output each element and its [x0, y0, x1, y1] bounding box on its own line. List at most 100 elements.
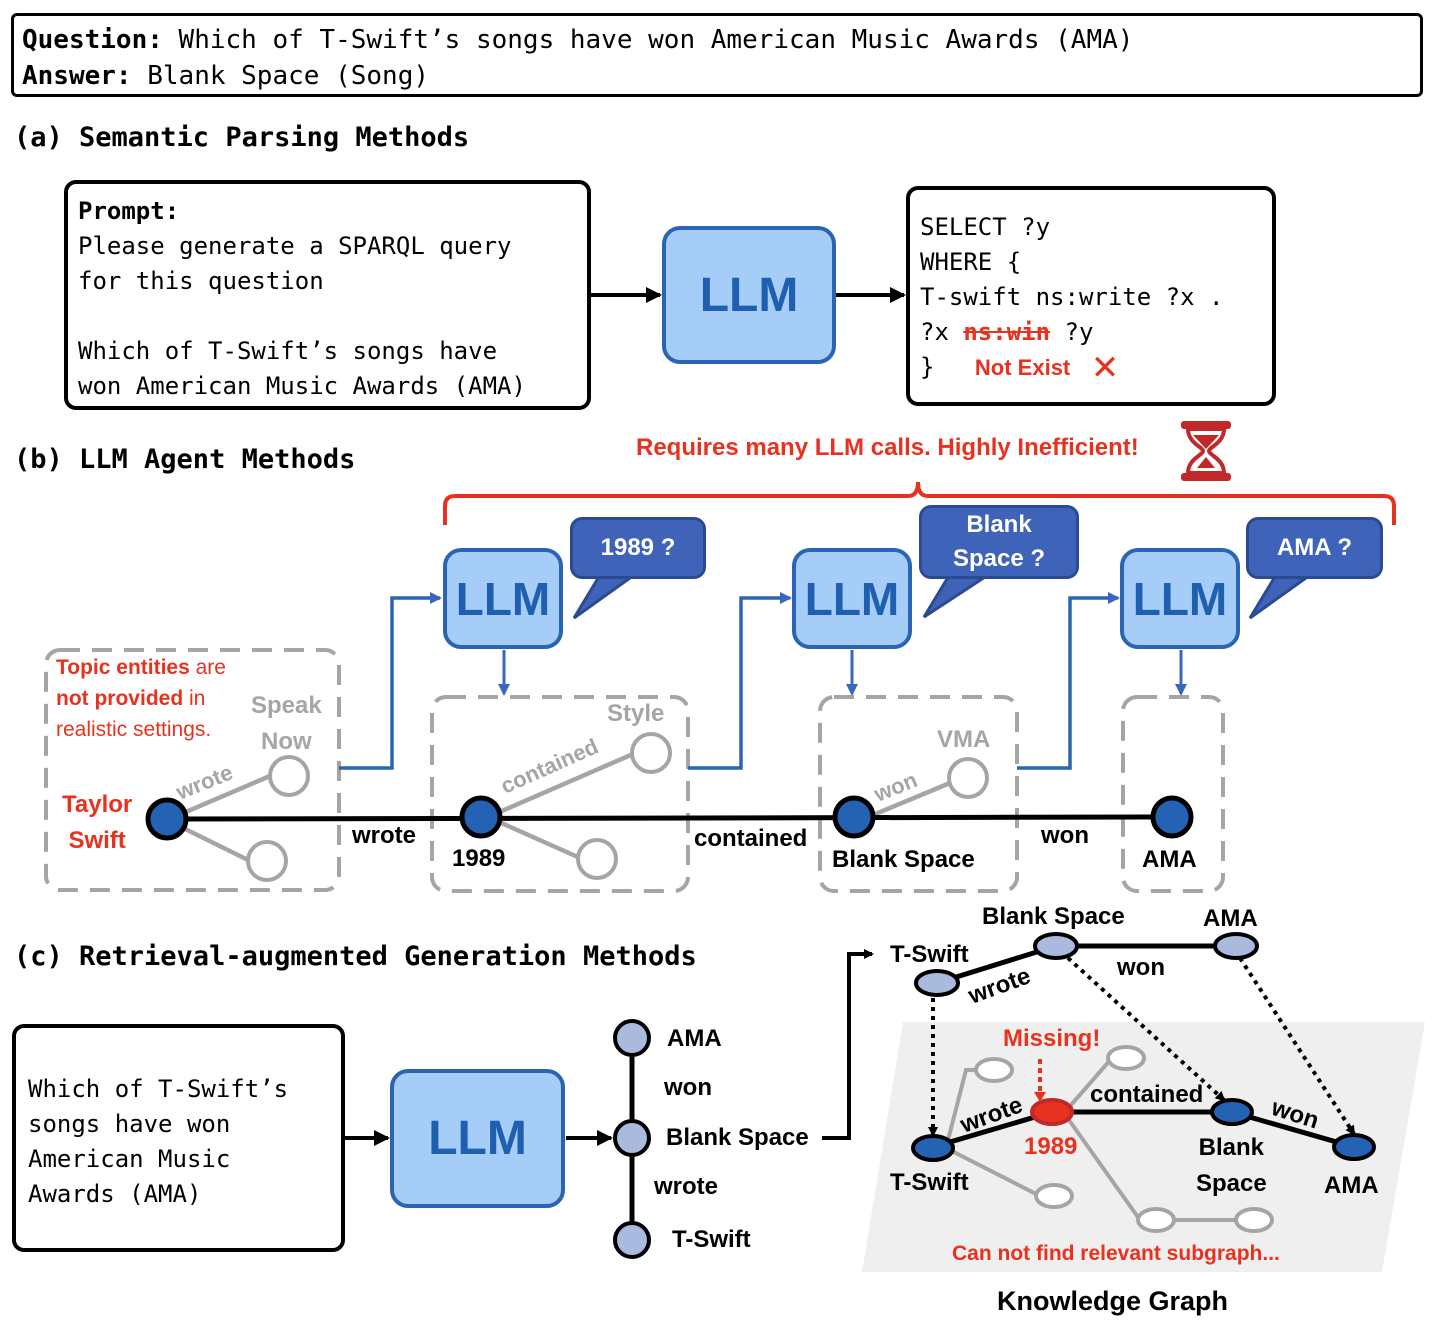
kg-edge-won: [1231, 1109, 1355, 1150]
llm-block-c: LLM: [390, 1069, 565, 1208]
side-node-speak-now: [268, 755, 310, 797]
note-text: in: [183, 687, 206, 710]
answer-label: Answer:: [22, 61, 132, 91]
question-line: songs have won: [28, 1110, 231, 1138]
kg-node-ama: [1332, 1133, 1376, 1161]
section-a-title: (a) Semantic Parsing Methods: [14, 122, 470, 153]
side-edge-label: wrote: [172, 759, 237, 805]
answer-text: Blank Space (Song): [147, 61, 429, 91]
llm-block-step-2: LLM: [792, 548, 912, 649]
arrow-path-to-graph: [822, 949, 874, 1140]
speech-bubble-ama: AMA ?: [1246, 517, 1383, 579]
gen-node-blank-space: [613, 1119, 651, 1157]
prompt-line: won American Music Awards (AMA): [78, 372, 526, 400]
gen-edge-label: won: [664, 1074, 712, 1101]
query-close-brace: }: [920, 353, 935, 381]
side-edge: [487, 814, 581, 861]
side-edge: [487, 751, 634, 820]
kg-node-label: AMA: [1324, 1172, 1379, 1199]
question-text: Which of T-Swift’s songs have won Americ…: [178, 25, 1134, 55]
path-edge-label: contained: [694, 825, 808, 852]
mapping-arrow-ama: [1238, 956, 1356, 1136]
llm-label: LLM: [699, 268, 799, 322]
node-ama: [1150, 795, 1194, 839]
kg-distractor-node: [1234, 1207, 1274, 1233]
side-node-label-style: Style: [607, 700, 665, 727]
dashed-frame-1989: [430, 695, 690, 893]
rag-question-box: Which of T-Swift’s songs have won Americ…: [12, 1024, 345, 1252]
query-line: SELECT ?y: [920, 213, 1051, 241]
knowledge-graph-plane: [862, 1022, 1425, 1272]
kg-distractor-node: [1106, 1045, 1146, 1071]
speech-bubble-blank-space: Blank Space ?: [919, 505, 1079, 579]
side-edge: [867, 780, 951, 820]
llm-block-step-1: LLM: [443, 548, 563, 649]
kg-node-blank-space: [1210, 1098, 1254, 1126]
query-line: WHERE {: [920, 248, 1022, 276]
query-var-x: ?x: [920, 318, 949, 346]
bracket-brace: [443, 481, 1396, 525]
gen-node-label: Blank Space: [666, 1124, 809, 1151]
note-text: are: [189, 656, 226, 679]
path-edge-label: wrote: [352, 822, 417, 849]
hourglass-icon: [1181, 421, 1231, 481]
side-node: [246, 840, 288, 882]
node-1989: [459, 795, 503, 839]
missing-pointer-head: [1034, 1092, 1046, 1102]
llm-block-a: LLM: [662, 226, 836, 364]
connector-1989-to-llm2: [688, 592, 792, 770]
gen-edge-label: wrote: [654, 1173, 719, 1200]
llm-block-step-3: LLM: [1120, 548, 1240, 649]
kg-distractor-node: [1136, 1207, 1176, 1233]
top-edge-label: won: [1117, 954, 1165, 981]
gen-node-t-swift: [613, 1221, 651, 1259]
kg-edge-label: contained: [1090, 1081, 1203, 1108]
kg-caption: Knowledge Graph: [997, 1286, 1229, 1316]
top-node-label: Blank Space: [982, 903, 1125, 930]
question-label: Question:: [22, 25, 163, 55]
gen-node-label: T-Swift: [672, 1226, 751, 1253]
side-node-vma: [947, 757, 989, 799]
question-line: Which of T-Swift’s: [28, 1075, 289, 1103]
note-emph: Topic entities: [56, 656, 190, 679]
path-node-label: 1989: [452, 845, 506, 872]
query-line: ?x ns:win ?y: [920, 315, 1262, 350]
node-blank-space: [832, 795, 876, 839]
section-c-title: (c) Retrieval-augmented Generation Metho…: [14, 941, 697, 972]
prompt-label: Prompt:: [78, 197, 180, 225]
side-edge-label: won: [870, 767, 921, 807]
path-node-label: AMA: [1142, 846, 1197, 873]
path-node-label: Blank Space: [832, 846, 975, 873]
kg-distractor-node: [974, 1057, 1014, 1083]
top-node-label: AMA: [1203, 905, 1258, 932]
dashed-frame-ama: [1121, 695, 1225, 893]
note-emph: not provided: [56, 687, 184, 710]
query-line: } Not Exist ✕: [920, 350, 1262, 386]
gen-node-label: AMA: [667, 1025, 722, 1052]
start-entity-label: Taylor Swift: [62, 791, 133, 854]
speech-bubble-1989: 1989 ?: [570, 517, 706, 579]
dashed-frame-start: [44, 648, 341, 892]
node-taylor-swift: [145, 797, 189, 841]
kg-node-1989-missing: [1030, 1098, 1074, 1126]
kg-node-label: T-Swift: [890, 1169, 969, 1196]
query-line: T-swift ns:write ?x .: [920, 283, 1224, 311]
prompt-line: Which of T-Swift’s songs have: [78, 337, 498, 365]
connector-start-to-llm1: [339, 592, 442, 770]
dashed-frame-blank-space: [818, 695, 1019, 893]
top-node-ama: [1213, 932, 1259, 960]
llm-label: LLM: [804, 572, 900, 625]
side-node-label-speak-now: Speak Now: [251, 692, 322, 755]
top-node-blank-space: [1033, 932, 1079, 960]
side-node-label-vma: VMA: [937, 726, 991, 753]
gen-node-ama: [613, 1019, 651, 1057]
llm-label: LLM: [428, 1112, 527, 1165]
prompt-line: for this question: [78, 267, 324, 295]
path-edge-label: won: [1041, 822, 1089, 849]
prompt-box: Prompt: Please generate a SPARQL query f…: [64, 180, 591, 410]
topic-entity-note: Topic entities are not provided in reali…: [56, 652, 256, 745]
cross-icon: ✕: [1090, 349, 1120, 387]
query-var-y: ?y: [1064, 318, 1094, 346]
side-node-style: [630, 732, 672, 774]
